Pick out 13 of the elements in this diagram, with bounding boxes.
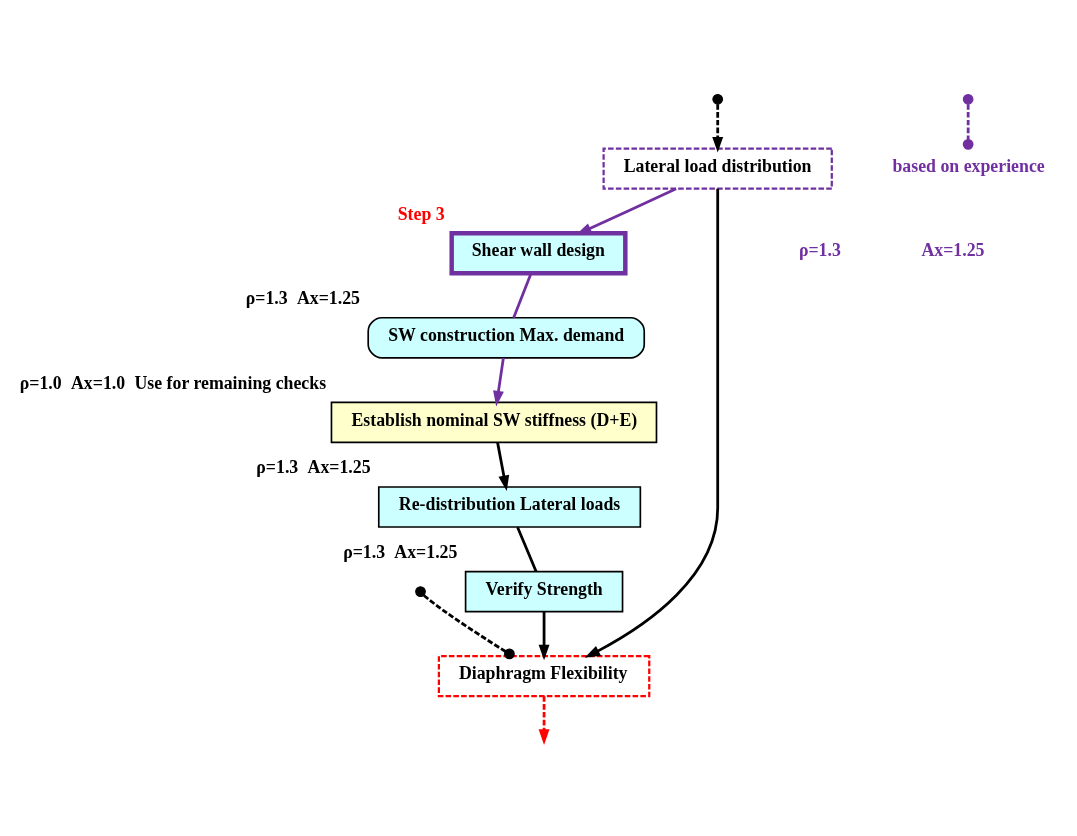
label: ρ=1.3: [798, 240, 841, 261]
node-label: Ax=1.25: [307, 457, 371, 478]
node-label: Use for remaining checks: [134, 372, 327, 393]
node-text: based on experience: [892, 155, 1045, 176]
node-label: ρ=1.3: [245, 288, 288, 309]
node-label: ρ=1.3: [343, 541, 386, 562]
node-label: ρ=1.3: [256, 457, 299, 478]
label: Ax=1.25: [921, 240, 985, 261]
node-label: Step 3: [397, 203, 445, 224]
node-label: ρ=1.0: [19, 372, 62, 393]
node-label: Ax=1.25: [296, 288, 361, 309]
node-label: Ax=1.0: [71, 372, 126, 393]
node-label: Ax=1.25: [394, 541, 458, 562]
